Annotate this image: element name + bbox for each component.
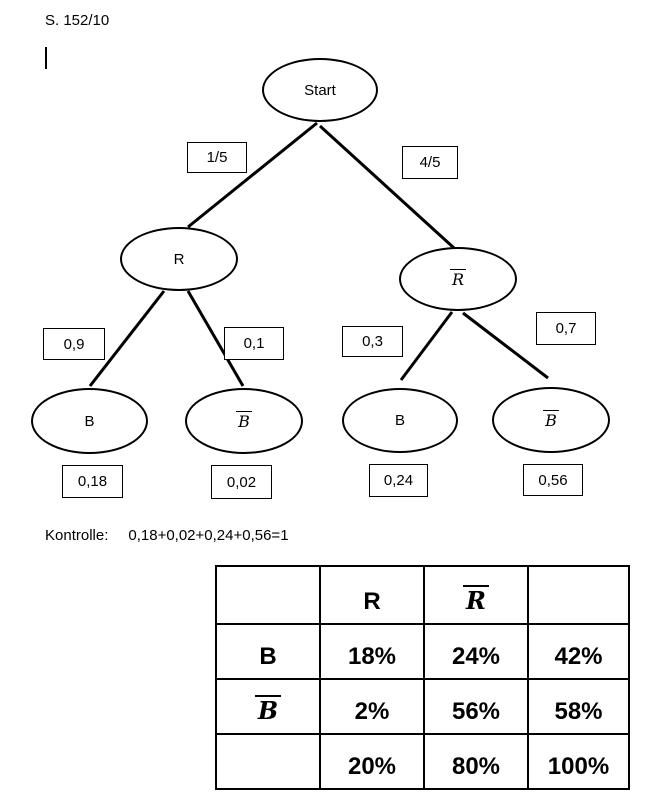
node-start: Start [262, 58, 378, 122]
table-header-total [527, 565, 630, 625]
node-b-after-r: B [31, 388, 148, 454]
result-box-0-24: 0,24 [369, 464, 428, 497]
node-r-bar: R [399, 247, 517, 311]
page-reference: S. 152/10 [45, 12, 110, 29]
branch-prob-4-5: 4/5 [419, 154, 441, 171]
result-box-0-02: 0,02 [211, 465, 272, 499]
node-b-bar-after-r-label: B [236, 410, 252, 431]
table-corner-cell [215, 565, 321, 625]
table-header-r-bar: R [423, 565, 529, 625]
table-header-r: R [319, 565, 425, 625]
table-row-b-bar: B 2% 56% 58% [215, 678, 630, 735]
kontrolle-label: Kontrolle: [45, 527, 109, 544]
branch-line-rbar-bbar [462, 311, 549, 380]
table-header-r-label: R [363, 588, 381, 615]
cell-b-total: 42% [527, 623, 630, 680]
table-header-r-bar-label: R [463, 585, 489, 613]
branch-prob-0-3: 0,3 [362, 333, 383, 350]
result-0-56: 0,56 [538, 471, 568, 489]
branch-line-r-b [88, 290, 166, 387]
cell-bbar-rbar: 56% [423, 678, 529, 735]
node-b-bar-after-r: B [185, 388, 303, 454]
branch-prob-0-1: 0,1 [243, 335, 265, 352]
text-cursor [45, 47, 47, 69]
table-row-b-label: B [215, 623, 321, 680]
table-row-b-bar-label: B [215, 678, 321, 735]
table-row-b: B 18% 24% 42% [215, 623, 630, 680]
kontrolle-equation: 0,18+0,02+0,24+0,56=1 [128, 527, 289, 544]
branch-prob-0-7: 0,7 [555, 320, 577, 337]
branch-prob-box-0-1: 0,1 [224, 327, 284, 360]
node-r-label: R [173, 250, 185, 268]
node-b-bar-after-rbar-label: B [543, 409, 559, 430]
node-b-after-rbar: B [342, 388, 458, 453]
branch-prob-0-9: 0,9 [63, 335, 85, 353]
node-start-label: Start [304, 81, 336, 99]
result-0-24: 0,24 [383, 472, 414, 489]
branch-prob-box-0-9: 0,9 [43, 328, 105, 360]
branch-line-r-bbar [186, 290, 245, 387]
branch-line-start-rbar [318, 124, 456, 250]
branch-prob-1-5: 1/5 [206, 149, 228, 166]
branch-prob-box-4-5: 4/5 [402, 146, 458, 179]
result-0-02: 0,02 [226, 473, 257, 491]
result-0-18: 0,18 [77, 473, 108, 490]
node-b-bar-after-rbar: B [492, 387, 610, 453]
cell-total-r: 20% [319, 733, 425, 790]
branch-prob-box-0-7: 0,7 [536, 312, 596, 345]
branch-line-rbar-b [399, 311, 454, 381]
cell-bbar-r: 2% [319, 678, 425, 735]
cell-total-rbar: 80% [423, 733, 529, 790]
cell-b-rbar: 24% [423, 623, 529, 680]
result-box-0-56: 0,56 [523, 464, 583, 496]
cell-total-all: 100% [527, 733, 630, 790]
cell-bbar-total: 58% [527, 678, 630, 735]
result-box-0-18: 0,18 [62, 465, 123, 498]
contingency-table: R R B 18% 24% 42% B 2% 56% 58% 20% 80% 1… [215, 565, 630, 790]
node-r-bar-label: R [449, 268, 467, 289]
cell-b-r: 18% [319, 623, 425, 680]
table-totals-label [215, 733, 321, 790]
branch-prob-box-0-3: 0,3 [342, 326, 403, 357]
table-header-row: R R [215, 565, 630, 625]
branch-prob-box-1-5: 1/5 [187, 142, 247, 173]
branch-line-start-r [187, 121, 318, 229]
table-row-totals: 20% 80% 100% [215, 733, 630, 790]
kontrolle-line: Kontrolle: 0,18+0,02+0,24+0,56=1 [45, 527, 289, 544]
node-b-after-r-label: B [84, 412, 95, 430]
node-b-after-rbar-label: B [394, 412, 405, 429]
node-r: R [120, 227, 238, 291]
